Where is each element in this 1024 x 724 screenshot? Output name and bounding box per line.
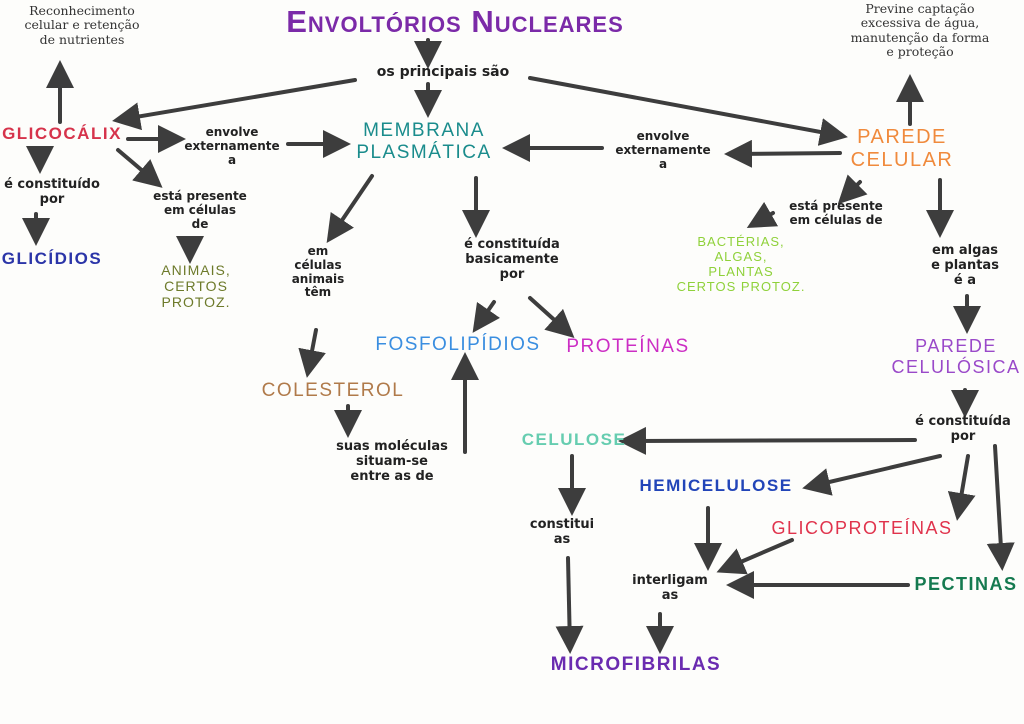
algas-plantas-label: em algas e plantas é a — [931, 243, 999, 288]
constituida-basicamente-label: é constituída basicamente por — [464, 237, 560, 282]
pectinas-node: Pectinas — [914, 574, 1018, 594]
arrow-presente-bacterias — [746, 201, 779, 228]
principais-label: os principais são — [376, 64, 510, 80]
arrow-constituida-pectinas — [986, 444, 1015, 571]
previne-note: Previne captação excessiva de água, manu… — [850, 1, 990, 60]
arrow-constituida-fosfolipidios — [472, 300, 501, 333]
parede-celulosica-node: Parede Celulósica — [891, 336, 1021, 377]
proteinas-node: Proteínas — [566, 336, 690, 357]
arrow-principais-parede — [528, 76, 848, 146]
hemicelulose-node: Hemicelulose — [639, 476, 793, 495]
arrow-constitui-microfibrilas — [555, 556, 584, 654]
fosfolipidios-node: Fosfolipídios — [375, 334, 541, 355]
presente-glico-label: está presente em células de — [153, 189, 247, 231]
constitui-as-label: constitui as — [529, 517, 595, 547]
glicoproteinas-node: Glicoproteínas — [771, 518, 953, 538]
celulas-animais-label: em células animais têm — [291, 244, 345, 300]
arrow-glicocalix-presente — [116, 148, 163, 188]
celulose-node: Celulose — [521, 430, 627, 449]
animais-node: Animais, certos protoz. — [161, 262, 231, 311]
colesterol-node: Colesterol — [261, 380, 405, 401]
arrow-glicoproteinas-interligam — [716, 538, 794, 575]
diagram-title: Envoltórios Nucleares — [286, 4, 624, 39]
bacterias-node: Bactérias, algas, plantas certos protoz. — [676, 234, 806, 294]
constituida-por-label: é constituída por — [915, 414, 1011, 444]
parede-node: Parede Celular — [850, 126, 954, 171]
arrow-constituida-hemicelulose — [802, 454, 942, 496]
arrow-principais-glicocalix — [112, 78, 357, 131]
arrow-parede-envolve-right — [724, 139, 842, 168]
arrow-parede-presente — [837, 174, 868, 205]
microfibrilas-node: Microfibrilas — [550, 654, 722, 675]
suas-moleculas-label: suas moléculas situam-se entre as de — [336, 439, 448, 484]
arrow-constituida-celulose — [618, 426, 917, 455]
glicidios-node: Glicídios — [1, 249, 103, 268]
arrow-constituida-glicoproteinas — [947, 454, 976, 521]
reconhecimento-note: Reconhecimento celular e retenção de nut… — [24, 3, 140, 47]
presente-parede-label: está presente em células de — [789, 199, 883, 227]
arrow-membrana-celulas-animais — [326, 174, 374, 243]
envolve-left-label: envolve externamente a — [184, 125, 280, 167]
membrana-node: Membrana Plasmática — [356, 120, 492, 163]
constituido-por-label: é constituído por — [4, 177, 100, 207]
arrow-constituida-proteinas — [528, 296, 575, 339]
arrow-celulas-animais-colesterol — [298, 328, 326, 378]
envolve-right-label: envolve externamente a — [615, 129, 711, 171]
glicocalix-node: Glicocálix — [2, 124, 122, 143]
interligam-as-label: interligam as — [632, 573, 708, 603]
